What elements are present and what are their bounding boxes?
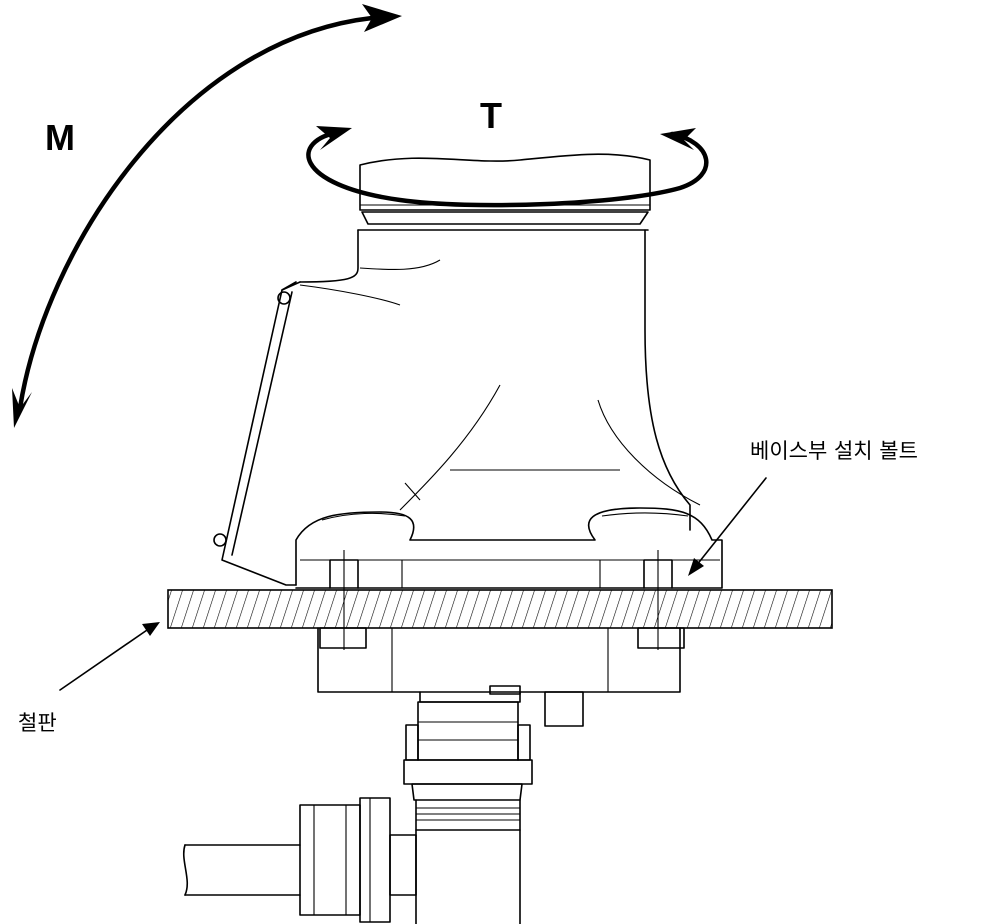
bolt-leader xyxy=(688,477,767,576)
base-underside xyxy=(317,627,685,727)
robot-base-body xyxy=(213,153,723,650)
cable-connector xyxy=(183,701,533,924)
torque-arrow xyxy=(306,126,709,208)
base-bolt-label: 베이스부 설치 볼트 xyxy=(750,439,918,463)
plate-leader xyxy=(59,622,160,691)
moment-label: M xyxy=(45,117,75,158)
steel-plate-label: 철판 xyxy=(18,711,57,735)
steel-plate xyxy=(167,589,833,629)
moment-arrow xyxy=(12,4,402,428)
torque-label: T xyxy=(480,95,502,136)
